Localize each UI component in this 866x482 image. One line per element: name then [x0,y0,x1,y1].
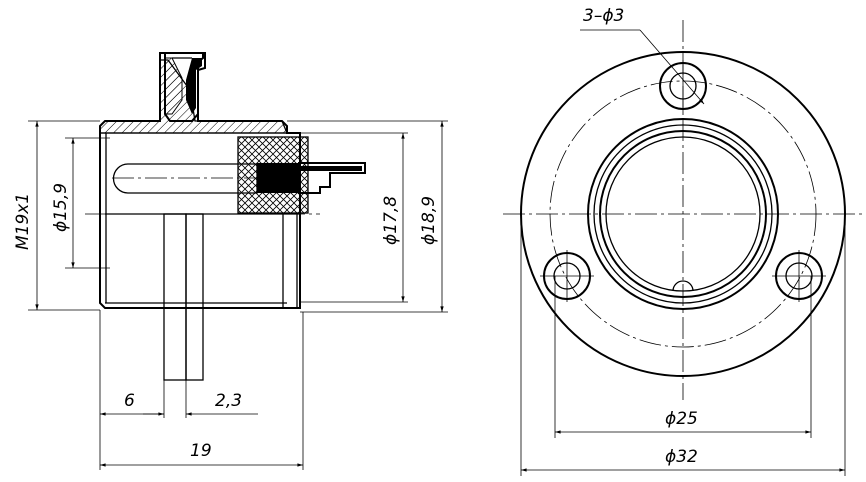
extension-lines [28,120,448,470]
bolt-circle [549,80,817,348]
flange-dimension: ϕ32 [665,447,698,467]
solder-tails [163,213,204,381]
key-notch [672,280,694,292]
dimension-lines [35,121,444,467]
mounting-holes [540,60,826,302]
thread-dimension: M19x1 [13,193,33,250]
inner-bore [605,136,761,292]
bolt-circle-dimension: ϕ25 [665,409,698,429]
side-view: M19x1 ϕ15,9 ϕ17,8 ϕ18,9 6 2,3 19 [13,52,448,470]
length-b-dimension: 2,3 [215,391,242,411]
total-length-dimension: 19 [190,441,212,461]
holes-dimension: 3–ϕ3 [583,6,624,26]
bore-ring [599,130,767,298]
mid-diameter-dimension: ϕ17,8 [381,196,401,245]
contact-pin [112,163,260,194]
outer-diameter-dimension: ϕ18,9 [419,196,439,245]
front-view: 3–ϕ3 ϕ25 ϕ32 [503,6,862,476]
thread-ring [593,124,773,304]
inner-diameter-dimension: ϕ15,9 [51,183,71,232]
lock-nut [164,52,204,122]
front-extension-lines [520,214,846,476]
holes-leader [580,29,705,105]
insulator [237,136,366,214]
length-a-dimension: 6 [124,391,135,411]
body-ring [587,118,779,310]
